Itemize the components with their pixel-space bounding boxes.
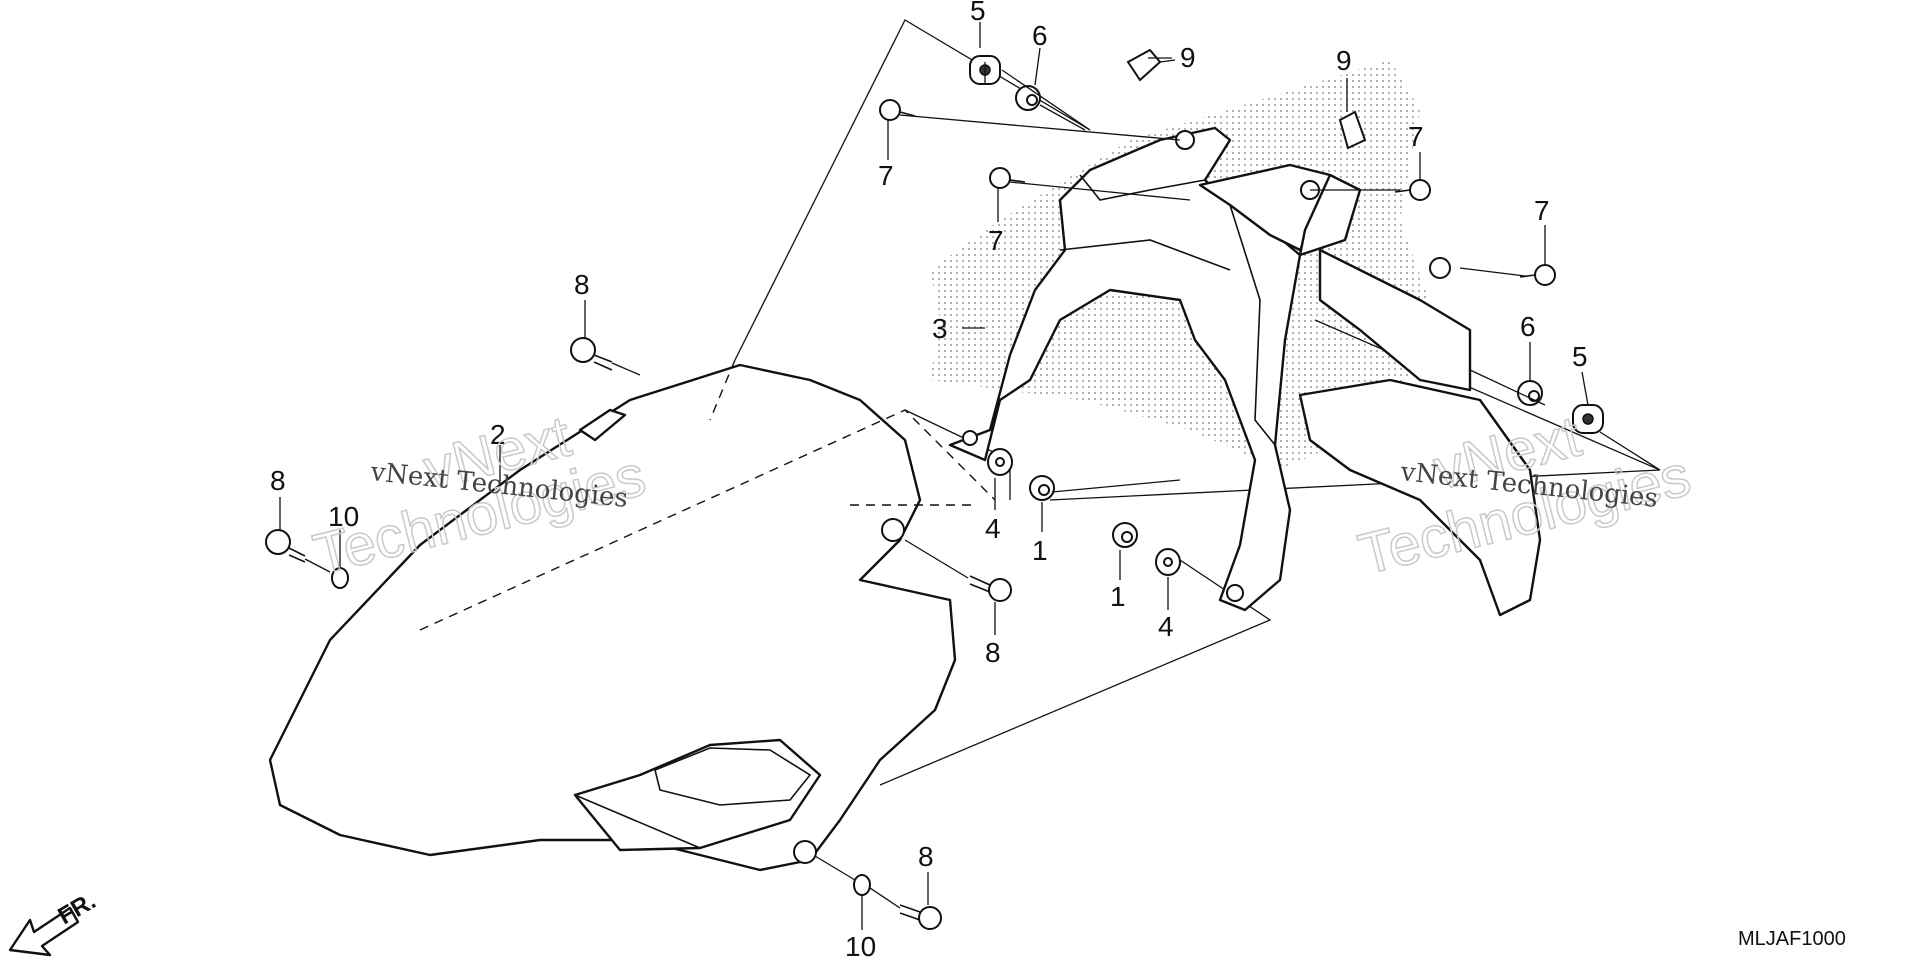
callout-2: 2	[490, 419, 506, 450]
callout-5: 5	[1572, 341, 1588, 372]
callout-6: 6	[1520, 311, 1536, 342]
callout-7: 7	[1408, 121, 1424, 152]
bolt-8-a	[570, 337, 613, 371]
bolt-8-d	[899, 904, 942, 930]
washer-10-b	[853, 874, 871, 896]
collar-top	[1015, 85, 1041, 111]
callout-7: 7	[988, 225, 1004, 256]
callout-8: 8	[270, 465, 286, 496]
bolt-8-c	[969, 575, 1012, 602]
callout-7: 7	[1534, 195, 1550, 226]
washer-4-a	[987, 448, 1013, 476]
callout-7: 7	[878, 160, 894, 191]
front-fender	[268, 359, 996, 872]
callout-6: 6	[1032, 20, 1048, 51]
callout-5: 5	[970, 0, 986, 26]
diagram-code: MLJAF1000	[1738, 928, 1846, 950]
grommet-right	[1572, 404, 1604, 434]
callout-8: 8	[574, 269, 590, 300]
callout-3: 3	[932, 313, 948, 344]
callout-1: 1	[1110, 581, 1126, 612]
leader-lines	[304, 59, 1661, 909]
callout-8: 8	[985, 637, 1001, 668]
screw-7-a	[879, 99, 916, 121]
callout-4: 4	[1158, 611, 1174, 642]
bolt-8-b	[265, 529, 306, 563]
collar-1-b	[1112, 522, 1138, 548]
callout-9: 9	[1180, 42, 1196, 73]
collar-1-a	[1029, 475, 1055, 501]
callout-10: 10	[328, 501, 359, 532]
front-direction-arrow: FR.	[8, 887, 100, 957]
callout-stems	[279, 22, 1589, 930]
callouts: 5 6 9 9 7 7 7 7 8 3 6 5 2 8 10 4 1 1 4 8…	[270, 0, 1588, 960]
callout-1: 1	[1032, 535, 1048, 566]
bracket-line-bottom	[879, 559, 1272, 786]
clip-top-left	[1126, 48, 1162, 82]
clip-top-right	[1338, 110, 1367, 150]
callout-8: 8	[918, 841, 934, 872]
inner-fender	[948, 126, 1542, 617]
callout-4: 4	[985, 513, 1001, 544]
washer-4-b	[1155, 548, 1181, 576]
collar-right	[1517, 380, 1543, 406]
screw-7-b	[989, 167, 1026, 189]
callout-10: 10	[845, 931, 876, 960]
callout-9: 9	[1336, 45, 1352, 76]
hardware	[265, 48, 1604, 930]
screw-7-d	[1519, 264, 1556, 286]
